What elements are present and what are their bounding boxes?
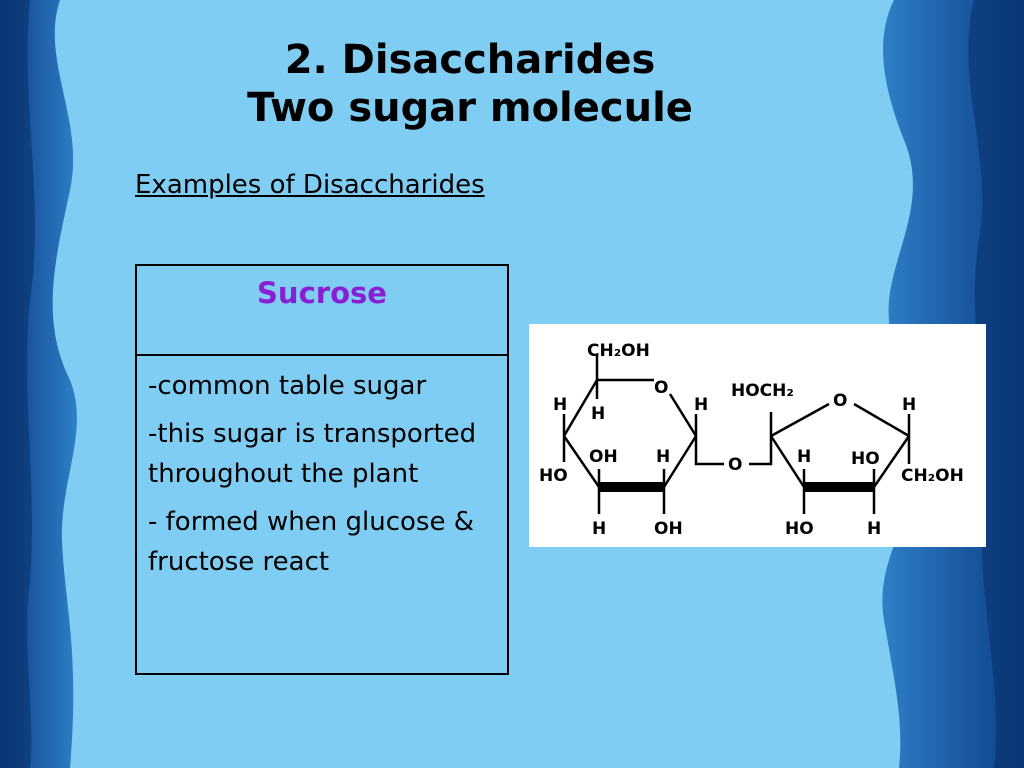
label-ch2oh-right: CH₂OH bbox=[901, 466, 964, 486]
fructose-ring-bonds bbox=[769, 402, 911, 514]
sucrose-structure-diagram: CH₂OH O H H H OH H HO H OH O HOCH₂ O H H… bbox=[529, 324, 986, 547]
label-h-c: H bbox=[694, 395, 708, 415]
examples-subheading: Examples of Disaccharides bbox=[135, 170, 485, 200]
label-oh-b: OH bbox=[654, 519, 683, 539]
label-hoch2: HOCH₂ bbox=[731, 381, 794, 401]
label-ring-oxygen-1: O bbox=[654, 378, 668, 398]
label-ho-b: HO bbox=[851, 449, 880, 469]
fructose-ring-bold-edge bbox=[804, 482, 874, 492]
glucose-ring-bold-edge bbox=[599, 482, 664, 492]
label-ho-a: HO bbox=[539, 466, 568, 486]
label-glycosidic-oxygen: O bbox=[728, 455, 742, 475]
label-h-b: H bbox=[591, 404, 605, 424]
label-h-f: H bbox=[902, 395, 916, 415]
table-header-sucrose: Sucrose bbox=[137, 266, 507, 356]
table-bullet-2: -this sugar is transported throughout th… bbox=[148, 419, 477, 489]
label-ch2oh-top: CH₂OH bbox=[587, 341, 650, 361]
label-h-e: H bbox=[592, 519, 606, 539]
left-edge-decoration bbox=[0, 0, 77, 768]
table-bullet-1: -common table sugar bbox=[148, 371, 427, 401]
label-oh-a: OH bbox=[589, 447, 618, 467]
sucrose-table: Sucrose -common table sugar -this sugar … bbox=[135, 264, 509, 675]
table-body: -common table sugar -this sugar is trans… bbox=[137, 356, 507, 582]
title-line-2: Two sugar molecule bbox=[247, 85, 693, 131]
label-h-d: H bbox=[656, 447, 670, 467]
table-bullet-3: - formed when glucose & fructose react bbox=[148, 507, 475, 577]
slide-title: 2. Disaccharides Two sugar molecule bbox=[150, 36, 790, 132]
sucrose-structure-svg: CH₂OH O H H H OH H HO H OH O HOCH₂ O H H… bbox=[539, 341, 964, 539]
title-line-1: 2. Disaccharides bbox=[284, 37, 656, 83]
label-h-h: H bbox=[867, 519, 881, 539]
label-h-a: H bbox=[553, 395, 567, 415]
label-ring-oxygen-2: O bbox=[833, 391, 847, 411]
label-ho-c: HO bbox=[785, 519, 814, 539]
label-h-g: H bbox=[797, 447, 811, 467]
